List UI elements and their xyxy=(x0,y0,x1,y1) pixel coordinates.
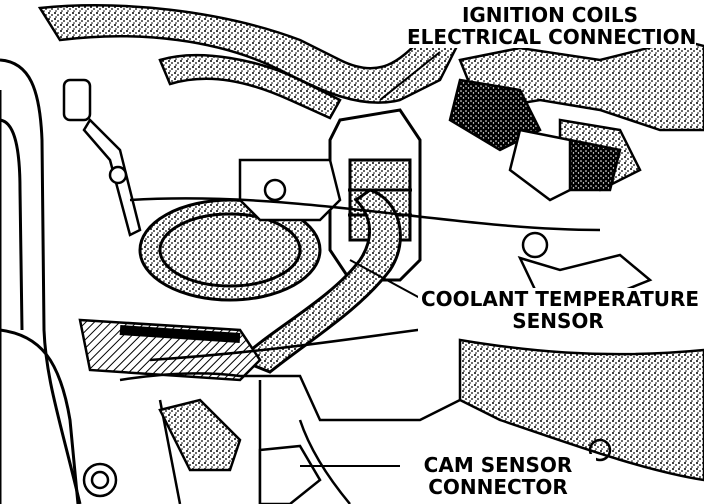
leader-lines xyxy=(300,51,596,467)
cam-sensor-label-line1: CAM SENSOR xyxy=(400,454,596,476)
left-body-panel xyxy=(0,58,82,504)
cam-sensor-connector xyxy=(82,398,322,504)
cam-sensor-label: CAM SENSOR CONNECTOR xyxy=(400,454,596,498)
coil-connectors xyxy=(448,78,622,202)
coolant-sensor-label-line2: SENSOR xyxy=(418,310,698,332)
vacuum-hose xyxy=(78,318,262,382)
throttle-linkage xyxy=(62,78,142,237)
ignition-coils-label-line2: ELECTRICAL CONNECTION xyxy=(404,26,696,48)
lower-right-hose xyxy=(458,338,704,482)
intake-manifold xyxy=(119,197,612,504)
ignition-coils-label: IGNITION COILS ELECTRICAL CONNECTION xyxy=(404,4,696,48)
coolant-sensor-label: COOLANT TEMPERATURE SENSOR xyxy=(418,288,699,332)
coolant-sensor-label-line1: COOLANT TEMPERATURE xyxy=(418,288,699,310)
cam-sensor-label-line2: CONNECTOR xyxy=(400,476,596,498)
throttle-body xyxy=(138,198,322,302)
ignition-coils-label-line1: IGNITION COILS xyxy=(404,4,696,26)
